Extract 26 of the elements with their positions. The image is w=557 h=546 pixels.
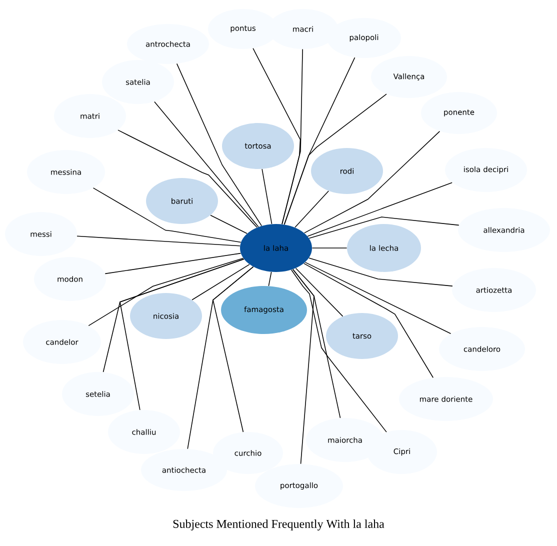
connector-line (88, 258, 244, 326)
connector-line (291, 269, 387, 432)
connector-line (268, 272, 272, 286)
connector-line (154, 101, 259, 228)
diagram-title: Subjects Mentioned Frequently With la laha (173, 520, 384, 530)
connector-line (292, 268, 314, 464)
connector-line (76, 236, 240, 246)
connector-line (104, 252, 242, 274)
connector-line (187, 266, 254, 450)
connector-line (262, 168, 272, 224)
connector-line (295, 268, 344, 317)
connector-line (308, 216, 460, 239)
connector-line (304, 263, 434, 378)
connector-line (304, 262, 452, 334)
connector-line (294, 190, 329, 228)
connector-line (210, 214, 248, 234)
connector-line (304, 130, 440, 234)
connector-line (176, 63, 262, 226)
connector-line (102, 258, 244, 372)
connector-line (192, 264, 250, 300)
connector-line (308, 258, 453, 286)
connector-line (284, 94, 387, 225)
connector-line (282, 48, 303, 225)
connector-line (118, 130, 258, 228)
connector-line (307, 182, 452, 237)
connector-line (92, 188, 242, 243)
